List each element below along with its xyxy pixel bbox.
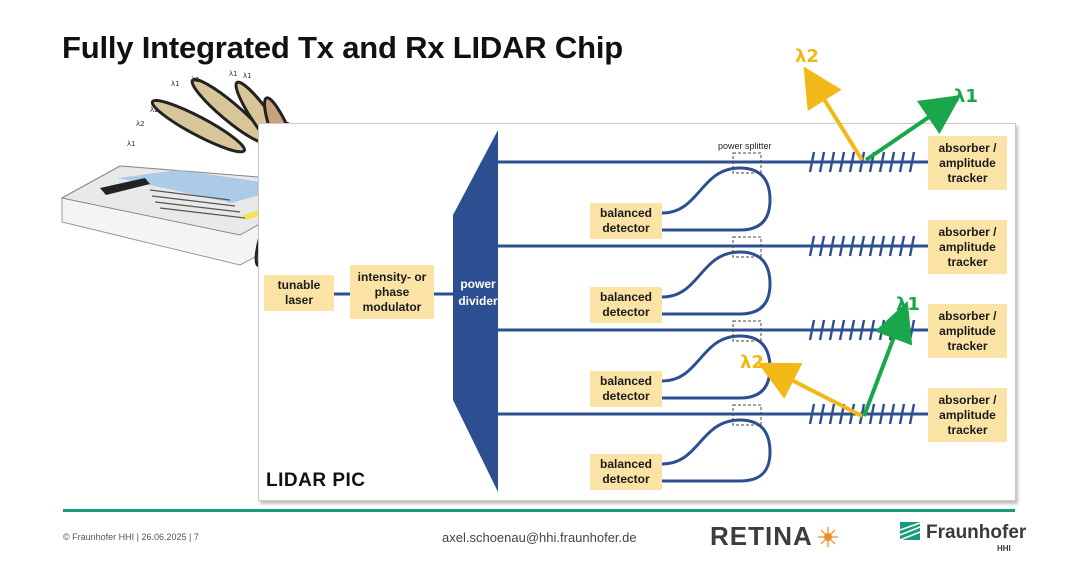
lambda2-label-bottom: λ2 bbox=[740, 352, 764, 373]
svg-text:λ1: λ1 bbox=[171, 80, 180, 88]
svg-text:λ2: λ2 bbox=[136, 120, 145, 128]
absorber-tracker-4: absorber / amplitude tracker bbox=[928, 388, 1007, 442]
retina-logo: RETINA bbox=[710, 521, 813, 551]
fraunhofer-logo-icon bbox=[899, 522, 921, 541]
footer-divider bbox=[63, 509, 1015, 512]
absorber-tracker-2: absorber / amplitude tracker bbox=[928, 220, 1007, 274]
beam-out-lambda2 bbox=[803, 66, 864, 162]
balanced-detector-1: balanced detector bbox=[590, 203, 662, 239]
svg-text:λ1: λ1 bbox=[127, 140, 136, 148]
absorber-tracker-3: absorber / amplitude tracker bbox=[928, 304, 1007, 358]
beam-in-lambda1 bbox=[862, 301, 913, 417]
fraunhofer-logo-text: Fraunhofer bbox=[926, 522, 1027, 543]
absorber-tracker-1: absorber / amplitude tracker bbox=[928, 136, 1007, 190]
balanced-detector-2: balanced detector bbox=[590, 287, 662, 323]
grating-2 bbox=[808, 235, 916, 257]
power-splitter-label: power splitter bbox=[718, 141, 772, 151]
fraunhofer-hhi-text: HHI bbox=[997, 544, 1011, 553]
lambda1-label-bottom: λ1 bbox=[896, 294, 920, 315]
tunable-laser-box: tunable laser bbox=[264, 275, 334, 311]
beam-in-lambda2 bbox=[757, 362, 863, 418]
svg-text:λ2: λ2 bbox=[191, 76, 200, 84]
lambda2-label-top: λ2 bbox=[795, 46, 819, 67]
lidar-pic-label: LIDAR PIC bbox=[266, 470, 366, 491]
footer-email: axel.schoenau@hhi.fraunhofer.de bbox=[442, 530, 637, 545]
svg-text:λ1: λ1 bbox=[229, 70, 238, 78]
slide-title: Fully Integrated Tx and Rx LIDAR Chip bbox=[62, 30, 623, 65]
power-divider-label: power divider bbox=[458, 277, 498, 308]
lambda1-label-top: λ1 bbox=[954, 86, 978, 107]
power-divider-shape bbox=[453, 130, 498, 492]
balanced-detector-4: balanced detector bbox=[590, 454, 662, 490]
balanced-detector-3: balanced detector bbox=[590, 371, 662, 407]
svg-text:λ2: λ2 bbox=[150, 106, 159, 114]
modulator-box: intensity- or phase modulator bbox=[350, 265, 434, 319]
grating-1 bbox=[808, 151, 916, 173]
grating-4 bbox=[808, 403, 916, 425]
footer-copyright: © Fraunhofer HHI | 26.06.2025 | 7 bbox=[63, 532, 199, 542]
beam-out-lambda1 bbox=[864, 94, 962, 162]
svg-text:λ1: λ1 bbox=[243, 72, 252, 80]
